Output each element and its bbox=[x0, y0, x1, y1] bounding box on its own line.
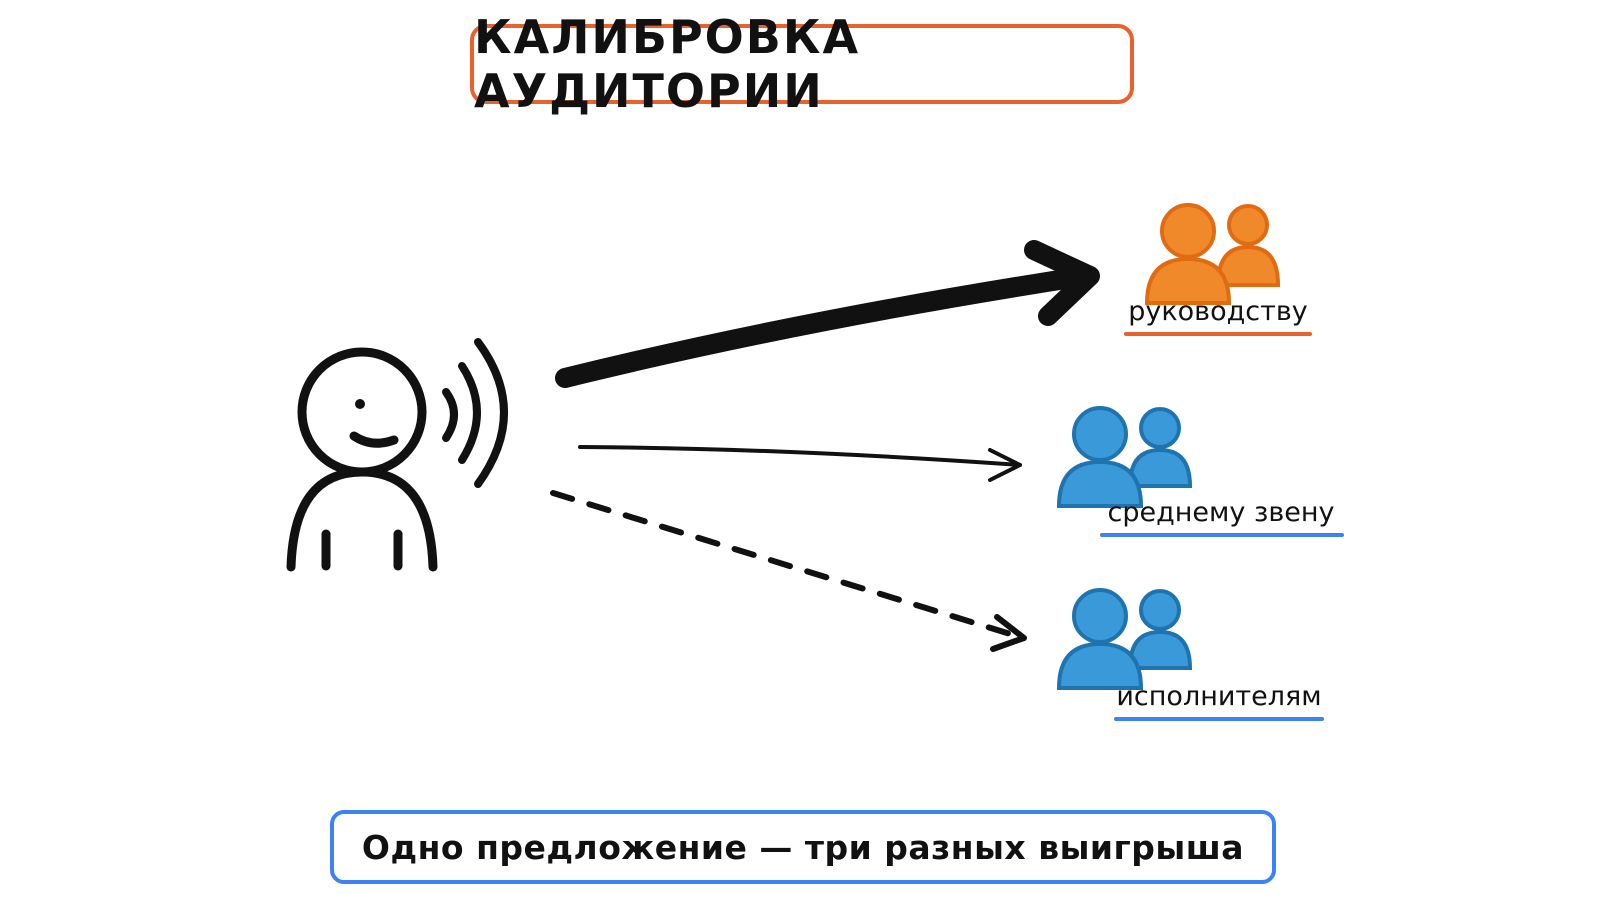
bottom-caption: Одно предложение — три разных выигрыша bbox=[361, 827, 1245, 867]
group-label-executors: исполнителям bbox=[1116, 681, 1322, 712]
caption-box: Одно предложение — три разных выигрыша bbox=[330, 810, 1276, 884]
diagram-title: КАЛИБРОВКА АУДИТОРИИ bbox=[474, 10, 861, 118]
sound-wave-small bbox=[442, 388, 458, 442]
group-label-leadership: руководству bbox=[1128, 296, 1308, 327]
arrow-to-executors bbox=[550, 490, 1027, 652]
speaker-head bbox=[297, 347, 427, 477]
title-box: КАЛИБРОВКА АУДИТОРИИ bbox=[470, 10, 1134, 118]
people-group-icon bbox=[1144, 203, 1281, 305]
speaker-body bbox=[286, 467, 438, 572]
speaker-person-icon bbox=[286, 347, 438, 572]
people-group-icon bbox=[1056, 588, 1193, 690]
sound-wave-large bbox=[474, 338, 508, 488]
arrow-to-leadership bbox=[555, 240, 1100, 388]
arrow-to-middle bbox=[578, 445, 1022, 482]
underline-leadership bbox=[1124, 332, 1312, 336]
speaker-eye bbox=[355, 399, 365, 409]
speaker-smile bbox=[349, 431, 399, 448]
group-label-middle: среднему звену bbox=[1107, 497, 1335, 528]
sound-waves-icon bbox=[442, 338, 508, 488]
sound-wave-medium bbox=[458, 362, 481, 464]
underline-middle bbox=[1100, 533, 1344, 537]
underline-executors bbox=[1114, 717, 1324, 721]
people-group-icon bbox=[1056, 406, 1193, 508]
